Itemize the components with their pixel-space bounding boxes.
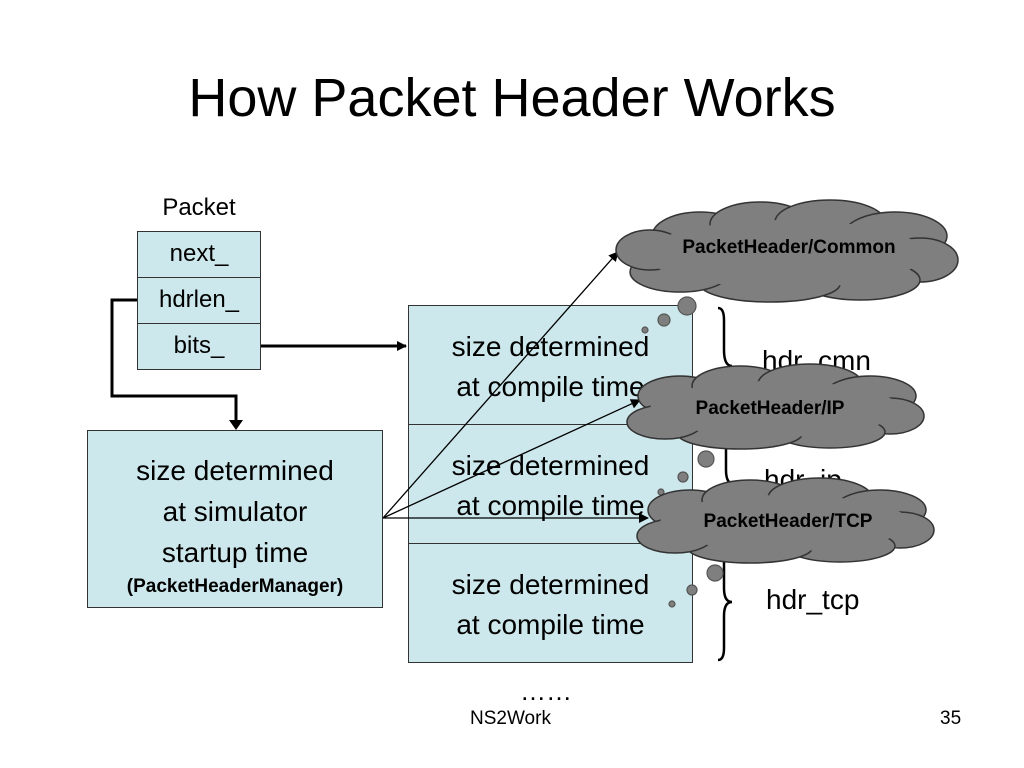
segment-divider-2 (408, 543, 693, 544)
hdr-tcp-label: hdr_tcp (766, 584, 860, 615)
cloud-ip-label: PacketHeader/IP (696, 398, 845, 419)
manager-line-2: at simulator (162, 496, 308, 527)
hdrlen-arrowhead (229, 420, 243, 430)
ellipsis: …… (520, 676, 572, 706)
arrow-to-ip (382, 399, 641, 519)
page-number: 35 (940, 708, 962, 729)
packet-field-hdrlen: hdrlen_ (137, 277, 261, 324)
segment-divider-1 (408, 424, 693, 425)
segment-ip-text: size determined at compile time (408, 446, 693, 526)
packet-header-manager-box: size determined at simulator startup tim… (87, 430, 383, 608)
brace-tcp (717, 544, 733, 662)
manager-line-3: startup time (161, 537, 309, 568)
cloud-tcp (636, 477, 935, 564)
cloud-common-label: PacketHeader/Common (682, 237, 895, 258)
segment-common-line-1: size determined (451, 331, 650, 362)
segment-ip-line-2: at compile time (456, 490, 645, 521)
packet-field-next: next_ (137, 231, 261, 278)
slide-title: How Packet Header Works (188, 68, 836, 128)
manager-line-1: size determined (136, 455, 334, 486)
bubbles-common (641, 296, 697, 334)
packet-label: Packet (162, 194, 236, 221)
cloud-common (615, 199, 959, 303)
hdrlen-connector (110, 298, 238, 428)
footer-center: NS2Work (470, 708, 551, 729)
packet-field-bits: bits_ (137, 323, 261, 370)
segment-tcp-line-2: at compile time (456, 609, 645, 640)
segment-tcp-line-1: size determined (451, 569, 650, 600)
segment-tcp-text: size determined at compile time (408, 565, 693, 645)
bubbles-ip (657, 450, 715, 496)
arrow-to-common (382, 251, 619, 519)
cloud-ip (626, 363, 925, 450)
segment-common-line-2: at compile time (456, 371, 645, 402)
cloud-tcp-label: PacketHeader/TCP (704, 511, 873, 532)
segment-ip-line-1: size determined (451, 450, 650, 481)
manager-sub-label: (PacketHeaderManager) (126, 576, 344, 597)
bubbles-tcp (668, 564, 724, 608)
segment-common-text: size determined at compile time (408, 327, 693, 407)
